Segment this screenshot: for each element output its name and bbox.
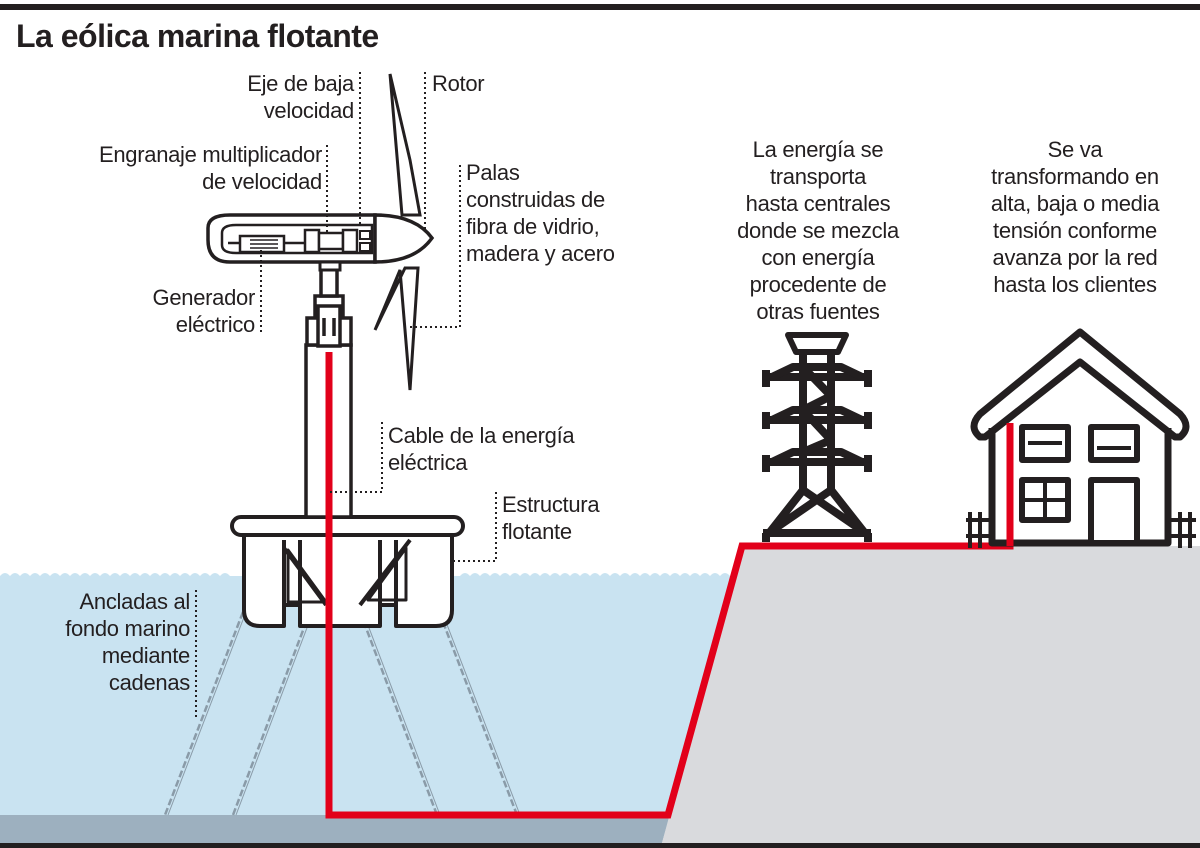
label-line: velocidad (263, 98, 355, 123)
label-gearbox: Engranaje multiplicador de velocidad (60, 141, 322, 195)
sea (0, 573, 735, 815)
label-line: procedente de (749, 272, 887, 297)
label-line: Se va (1047, 137, 1103, 162)
label-line: transporta (769, 164, 867, 189)
top-rule (0, 4, 1200, 10)
label-line: Palas (466, 160, 520, 185)
label-line: construidas de (466, 187, 605, 212)
label-line: mediante (101, 643, 190, 668)
label-line: alta, baja o media (990, 191, 1160, 216)
label-line: hasta centrales (745, 191, 891, 216)
label-line: de velocidad (202, 169, 322, 194)
label-line: tensión conforme (993, 218, 1157, 243)
wind-turbine-icon (206, 73, 435, 391)
label-line: Engranaje multiplicador (98, 142, 322, 167)
label-line: Generador (152, 285, 256, 310)
label-line: transformando en (991, 164, 1159, 189)
label-generator: Generador eléctrico (100, 284, 256, 338)
label-transport: La energía se transporta hasta centrales… (718, 136, 918, 325)
label-line: madera y acero (466, 241, 615, 266)
leader-lines (195, 72, 497, 720)
label-line: con energía (761, 245, 875, 270)
anchor-chain-icon (163, 611, 519, 816)
label-line: avanza por la red (992, 245, 1158, 270)
label-line: cadenas (108, 670, 190, 695)
label-blades: Palas construidas de fibra de vidrio, ma… (466, 159, 615, 267)
label-line: La energía se (752, 137, 884, 162)
bottom-rule (0, 843, 1200, 848)
label-line: Ancladas al (79, 589, 191, 614)
page-title: La eólica marina flotante (16, 18, 379, 54)
label-line: eléctrica (388, 450, 468, 475)
label-line: Cable de la energía (388, 423, 575, 448)
label-line: otras fuentes (756, 299, 880, 324)
floating-structure (230, 515, 465, 628)
label-line: donde se mezcla (737, 218, 899, 243)
land (662, 546, 1200, 843)
label-line: Rotor (432, 71, 485, 96)
label-low-speed-shaft: Eje de baja velocidad (190, 70, 354, 124)
seabed (0, 815, 670, 843)
label-line: fibra de vidrio, (466, 214, 600, 239)
label-transformation: Se va transformando en alta, baja o medi… (975, 136, 1175, 298)
electricity-pylon-icon (762, 332, 872, 542)
label-anchored: Ancladas al fondo marino mediante cadena… (40, 588, 190, 696)
label-line: fondo marino (65, 616, 190, 641)
label-line: flotante (502, 519, 572, 544)
house-icon (966, 328, 1196, 548)
label-line: hasta los clientes (993, 272, 1157, 297)
label-line: Estructura (502, 492, 600, 517)
label-line: Eje de baja (247, 71, 354, 96)
label-cable: Cable de la energía eléctrica (388, 422, 575, 476)
label-floating-structure: Estructura flotante (502, 491, 600, 545)
label-line: eléctrico (175, 312, 256, 337)
label-rotor: Rotor (432, 70, 485, 97)
